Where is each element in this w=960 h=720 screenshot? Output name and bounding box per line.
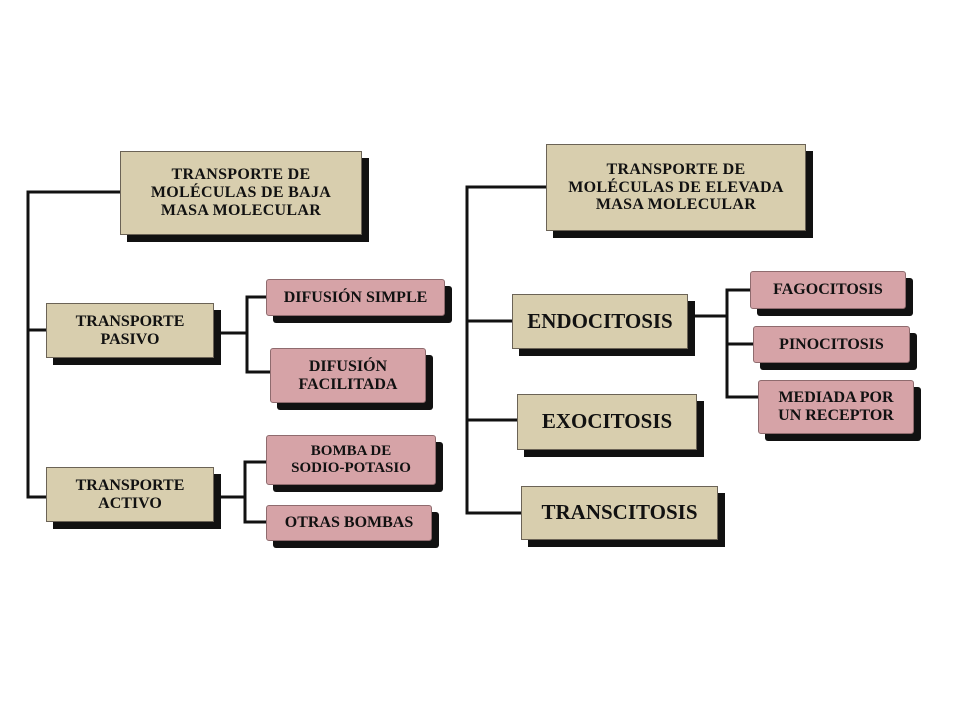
left-title-text: TRANSPORTE DE MOLÉCULAS DE BAJA MASA MOL… <box>150 166 332 219</box>
transporte-pasivo-text: TRANSPORTE PASIVO <box>75 312 185 348</box>
fagocitosis-text: FAGOCITOSIS <box>773 281 883 299</box>
mediada-receptor-text: MEDIADA POR UN RECEPTOR <box>778 389 894 424</box>
mediada-receptor-box: MEDIADA POR UN RECEPTOR <box>758 380 914 434</box>
otras-bombas-text: OTRAS BOMBAS <box>284 514 414 532</box>
fagocitosis-box: FAGOCITOSIS <box>750 271 906 309</box>
pasivo-bracket <box>212 295 272 374</box>
transporte-pasivo-box: TRANSPORTE PASIVO <box>46 303 214 358</box>
transporte-activo-text: TRANSPORTE ACTIVO <box>75 476 185 512</box>
endocitosis-text: ENDOCITOSIS <box>527 308 673 333</box>
activo-bracket <box>212 460 268 524</box>
endocitosis-bracket <box>686 288 760 399</box>
pinocitosis-text: PINOCITOSIS <box>779 335 884 353</box>
bomba-sodio-potasio-box: BOMBA DE SODIO-POTASIO <box>266 435 436 485</box>
right-title-text: TRANSPORTE DE MOLÉCULAS DE ELEVADA MASA … <box>568 160 784 214</box>
difusion-simple-text: DIFUSIÓN SIMPLE <box>283 288 428 306</box>
transporte-activo-box: TRANSPORTE ACTIVO <box>46 467 214 522</box>
left-title-box: TRANSPORTE DE MOLÉCULAS DE BAJA MASA MOL… <box>120 151 362 235</box>
left-trunk-line <box>26 190 122 499</box>
otras-bombas-box: OTRAS BOMBAS <box>266 505 432 541</box>
endocitosis-box: ENDOCITOSIS <box>512 294 688 349</box>
difusion-facilitada-text: DIFUSIÓN FACILITADA <box>298 357 398 393</box>
exocitosis-text: EXOCITOSIS <box>541 409 673 434</box>
difusion-simple-box: DIFUSIÓN SIMPLE <box>266 279 445 316</box>
exocitosis-box: EXOCITOSIS <box>517 394 697 450</box>
pinocitosis-box: PINOCITOSIS <box>753 326 910 363</box>
transcitosis-text: TRANSCITOSIS <box>541 500 698 525</box>
right-title-box: TRANSPORTE DE MOLÉCULAS DE ELEVADA MASA … <box>546 144 806 231</box>
transcitosis-box: TRANSCITOSIS <box>521 486 718 540</box>
right-trunk-line <box>465 185 548 515</box>
difusion-facilitada-box: DIFUSIÓN FACILITADA <box>270 348 426 403</box>
bomba-sodio-potasio-text: BOMBA DE SODIO-POTASIO <box>291 443 411 476</box>
